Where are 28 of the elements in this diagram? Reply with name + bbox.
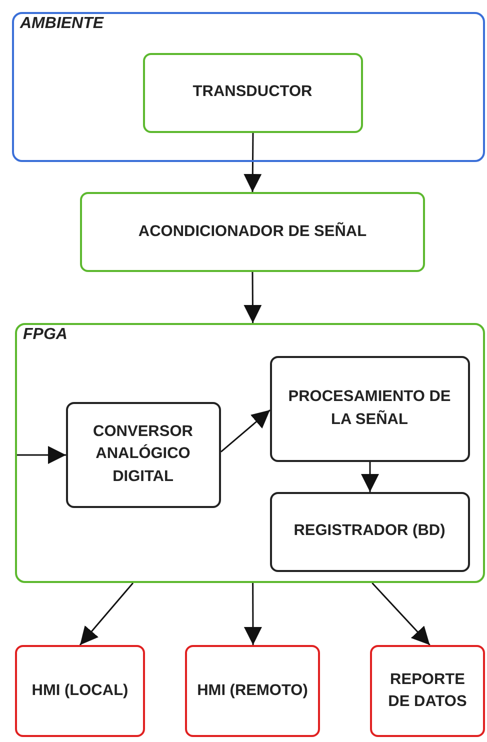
process-box	[80, 192, 425, 272]
arrow	[244, 272, 262, 323]
process-box	[15, 645, 145, 737]
box-label: TRANSDUCTOR	[192, 82, 314, 102]
box-label: PROCESAMIENTO DE LA SEÑAL	[287, 387, 452, 430]
box-label: ACONDICIONADOR DE SEÑAL	[137, 221, 368, 242]
group-box	[15, 323, 485, 583]
process-box	[66, 402, 220, 508]
box-label: HMI (LOCAL)	[30, 680, 130, 701]
process-box	[370, 645, 485, 737]
arrow	[79, 582, 134, 646]
box-label: REGISTRADOR (BD)	[292, 521, 446, 542]
process-box	[270, 356, 470, 462]
process-box	[142, 52, 362, 132]
box-label: CONVERSOR ANALÓGICO DIGITAL	[92, 422, 194, 487]
arrow	[15, 446, 66, 464]
arrow	[244, 133, 262, 192]
box-label: REPORTE DE DATOS	[387, 670, 468, 712]
arrow	[361, 462, 379, 492]
group-box	[12, 12, 485, 162]
arrow	[220, 409, 270, 452]
arrow	[244, 583, 262, 645]
group-title: FPGA	[23, 326, 68, 344]
process-box	[185, 645, 320, 737]
process-box	[270, 492, 470, 572]
arrow	[372, 582, 430, 646]
box-label: HMI (REMOTO)	[196, 680, 309, 701]
group-title: AMBIENTE	[20, 15, 104, 33]
